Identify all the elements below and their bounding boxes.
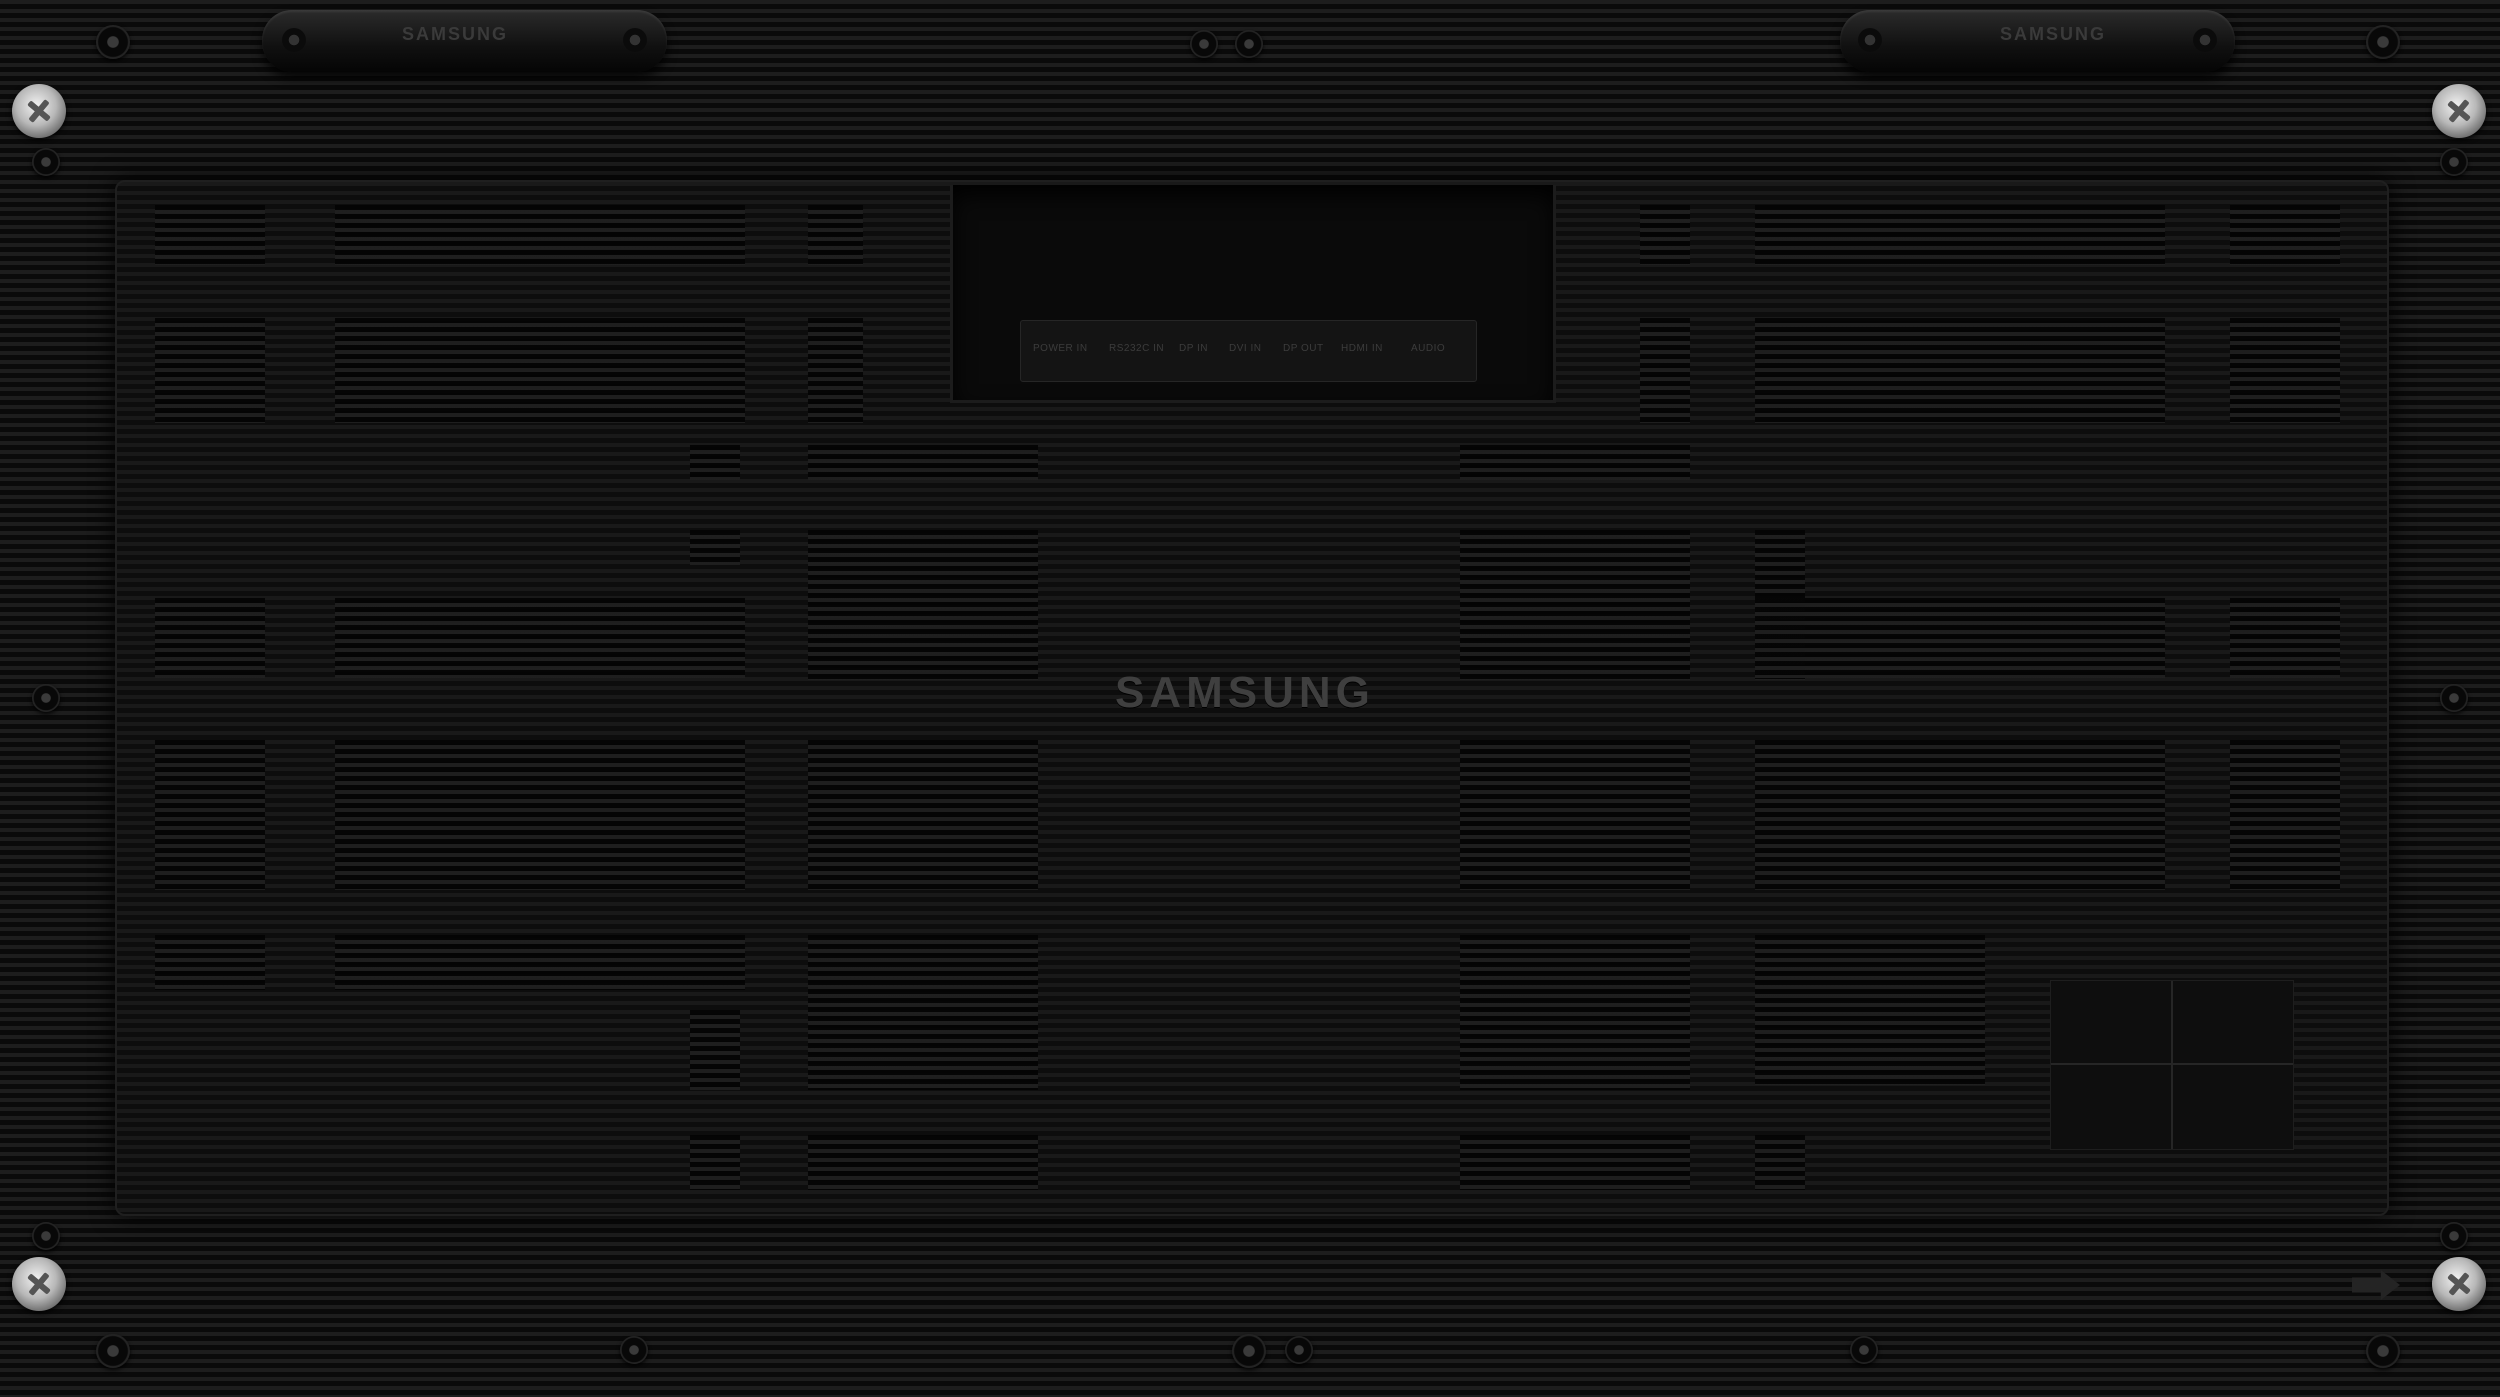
vent-grille — [155, 205, 265, 265]
vent-grille — [2230, 318, 2340, 423]
port-label: POWER IN — [1033, 343, 1088, 354]
vent-grille — [808, 1135, 1038, 1190]
bolt-icon — [2366, 1334, 2400, 1368]
vent-grille — [1640, 205, 1690, 265]
vent-grille — [335, 935, 745, 990]
handle-screw-icon — [282, 28, 306, 52]
vent-grille — [808, 530, 1038, 680]
connector-label-strip: POWER IN RS232C IN DP IN DVI IN DP OUT H… — [1020, 320, 1477, 382]
vent-grille — [690, 1010, 740, 1090]
vent-grille — [808, 205, 863, 265]
vent-grille — [1460, 935, 1690, 1090]
bolt-icon — [32, 148, 60, 176]
vent-grille — [1755, 318, 2165, 423]
bolt-icon — [1190, 30, 1218, 58]
handle-screw-icon — [1858, 28, 1882, 52]
bolt-icon — [1232, 1334, 1266, 1368]
handle-logo-text: SAMSUNG — [2000, 24, 2107, 44]
vent-grille — [808, 318, 863, 423]
quad-panel-block — [2050, 980, 2294, 1150]
vent-grille — [808, 445, 1038, 480]
vent-grille — [335, 740, 745, 890]
handle-screw-icon — [623, 28, 647, 52]
vent-grille — [1755, 935, 1985, 1085]
bolt-icon — [2440, 148, 2468, 176]
vent-grille — [1460, 1135, 1690, 1190]
bolt-icon — [2440, 1222, 2468, 1250]
vent-grille — [2230, 205, 2340, 265]
brand-logo-text: SAMSUNG — [1115, 668, 1375, 717]
vent-grille — [1460, 740, 1690, 890]
vent-grille — [690, 530, 740, 565]
vent-grille — [808, 740, 1038, 890]
vent-grille — [1460, 445, 1690, 480]
bolt-icon — [96, 25, 130, 59]
vent-grille — [155, 318, 265, 423]
bolt-icon — [1285, 1336, 1313, 1364]
vent-grille — [1755, 740, 2165, 890]
port-label: AUDIO — [1411, 343, 1446, 354]
bolt-icon — [2440, 684, 2468, 712]
bolt-icon — [96, 1334, 130, 1368]
corner-screw-icon — [12, 1257, 66, 1311]
port-label: DVI IN — [1229, 343, 1262, 354]
handle-screw-icon — [2193, 28, 2217, 52]
corner-screw-icon — [2432, 84, 2486, 138]
handle-logo-text: SAMSUNG — [402, 24, 509, 44]
bolt-icon — [32, 1222, 60, 1250]
corner-screw-icon — [2432, 1257, 2486, 1311]
vent-grille — [690, 445, 740, 480]
vent-grille — [808, 935, 1038, 1090]
vent-grille — [1460, 530, 1690, 680]
vent-grille — [155, 740, 265, 890]
vent-grille — [155, 935, 265, 990]
vent-grille — [335, 318, 745, 423]
vent-grille — [2230, 740, 2340, 890]
vent-grille — [155, 598, 265, 678]
vent-grille — [690, 1135, 740, 1190]
vent-grille — [335, 205, 745, 265]
port-label: RS232C IN — [1109, 343, 1165, 354]
bolt-icon — [32, 684, 60, 712]
vent-grille — [1640, 318, 1690, 423]
bolt-icon — [1850, 1336, 1878, 1364]
vent-grille — [1755, 1135, 1805, 1190]
vent-grille — [2230, 598, 2340, 678]
bolt-icon — [620, 1336, 648, 1364]
carry-handle-right[interactable]: SAMSUNG — [1840, 10, 2235, 72]
vent-grille — [335, 598, 745, 678]
port-label: HDMI IN — [1341, 343, 1383, 354]
bolt-icon — [2366, 25, 2400, 59]
bolt-icon — [1235, 30, 1263, 58]
vent-grille — [1755, 598, 2165, 678]
corner-screw-icon — [12, 84, 66, 138]
port-label: DP IN — [1179, 343, 1208, 354]
vent-grille — [1755, 205, 2165, 265]
port-label: DP OUT — [1283, 343, 1324, 354]
carry-handle-left[interactable]: SAMSUNG — [262, 10, 667, 72]
